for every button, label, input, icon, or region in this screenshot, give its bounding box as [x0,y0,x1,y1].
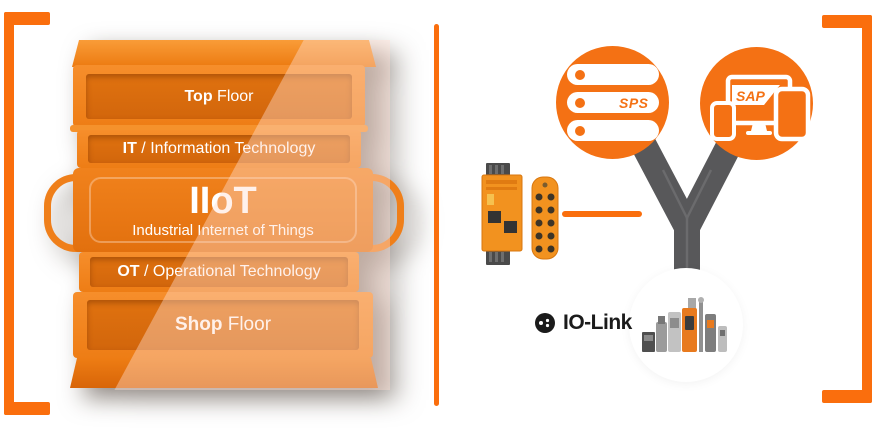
it-label-rest: / Information Technology [136,140,316,157]
sps-label: SPS [618,94,649,111]
toolbox-handle-left [44,174,81,252]
iiot-title: IIoT [189,179,257,222]
gateway-connection-line [562,211,642,217]
right-bracket-top-arm [822,15,872,28]
shop-floor-label-rest: Floor [222,314,272,335]
io-link-logo: IO-Link [534,311,632,335]
tablet-icon [773,86,811,142]
ot-label-bold: OT [117,263,140,280]
toolbox-base [70,358,378,388]
it-label-bold: IT [122,140,137,157]
toolbox-lid [72,40,376,67]
ot-label: OT / Operational Technology [117,263,320,281]
io-link-label: IO-Link [563,311,632,334]
left-bracket-top-arm [4,12,50,25]
top-floor-panel: Top Floor [86,74,352,119]
server-led-dot [574,97,585,108]
devices-icon: SAP [710,74,811,142]
toolbox-level-shop-floor: Shop Floor [73,292,373,358]
server-rack-bar [566,64,659,85]
sap-logo-shape [732,85,780,105]
it-label: IT / Information Technology [123,140,316,158]
right-bracket-bottom-arm [822,390,872,403]
ot-panel: OT / Operational Technology [90,257,348,287]
sps-server-circle: SPS [556,46,669,159]
toolbox-level-it: IT / Information Technology [77,130,361,168]
io-link-master-icon [481,163,559,265]
din-rail-module [481,163,523,265]
left-bracket-bottom-arm [4,402,50,415]
toolbox-level-iiot: IIoT Industrial Internet of Things [73,168,373,252]
right-bracket-bar [862,15,872,403]
monitor-stand [751,123,767,131]
sap-devices-circle: SAP [700,47,813,160]
y-connector-inner-line [661,169,713,284]
toolbox-tray-lip [70,125,368,132]
m12-port-module [531,176,559,260]
io-link-logo-icon [535,313,555,333]
shop-floor-label: Shop Floor [175,314,271,336]
top-floor-label-bold: Top [184,87,213,105]
monitor-base [746,131,772,135]
ot-label-rest: / Operational Technology [139,263,321,280]
server-led-dot [574,125,585,136]
toolbox-level-top-floor: Top Floor [73,65,365,127]
toolbox-handle-right [367,174,404,252]
top-floor-label: Top Floor [184,88,253,106]
server-rack-bar: SPS [566,92,659,113]
server-rack-bar [566,120,659,141]
sensor-products-circle [629,268,743,382]
panel-divider-line [434,24,439,406]
toolbox-level-ot: OT / Operational Technology [79,252,359,292]
shop-floor-label-bold: Shop [174,314,223,335]
shop-floor-panel: Shop Floor [87,300,359,350]
top-floor-label-rest: Floor [212,87,254,105]
sensor-products-icon [642,297,727,352]
server-led-dot [574,69,585,80]
it-panel: IT / Information Technology [88,135,350,163]
iiot-toolbox: Top Floor IT / Information Technology II… [44,40,404,390]
iiot-text-block: IIoT Industrial Internet of Things [73,168,373,252]
sap-logo-label: SAP [736,88,765,104]
iiot-subtitle: Industrial Internet of Things [132,221,314,239]
iiot-emboss-outline [89,177,357,243]
server-rack-icon: SPS [566,64,659,141]
smartphone-icon [710,101,736,141]
left-bracket-bar [4,12,14,415]
